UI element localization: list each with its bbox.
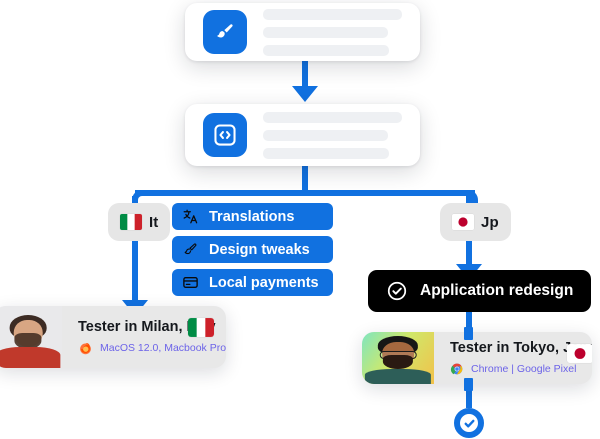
- tester-card-tokyo-device: Chrome | Google Pixel: [471, 363, 577, 375]
- skeleton-line: [263, 147, 390, 159]
- connector-split-bar: [135, 190, 475, 196]
- connector-japan-to-task: [466, 240, 472, 272]
- italy-flag-icon: [120, 214, 142, 230]
- tester-card-tokyo[interactable]: Tester in Tokyo, Japan Chrome | Google P…: [362, 332, 592, 384]
- design-card[interactable]: [185, 3, 420, 61]
- skeleton-line: [263, 44, 390, 56]
- connector-design-to-code: [302, 60, 308, 90]
- japan-flag-icon: [566, 344, 592, 363]
- skeleton-line: [263, 129, 389, 141]
- connector-italy-to-tester: [132, 238, 138, 306]
- check-circle-icon: [464, 419, 474, 428]
- selection-handle-top[interactable]: [464, 327, 473, 340]
- design-card-skeleton: [263, 8, 402, 56]
- paintbrush-icon: [182, 241, 199, 258]
- task-pill-label: Application redesign: [420, 282, 574, 299]
- country-badge-italy-label: It: [149, 213, 159, 231]
- feature-pill-local-payments-label: Local payments: [209, 274, 319, 291]
- flow-end-check-node[interactable]: [454, 408, 484, 438]
- connector-task-to-tokyo: [466, 308, 472, 334]
- italy-flag-icon: [188, 318, 215, 337]
- tester-card-milan-name: Tester in Milan, Italy: [78, 318, 216, 335]
- selection-handle-bottom[interactable]: [464, 378, 473, 391]
- check-circle-icon: [386, 280, 408, 302]
- feature-pill-translations[interactable]: Translations: [172, 203, 333, 230]
- feature-pill-local-payments[interactable]: Local payments: [172, 269, 333, 296]
- connector-code-down: [302, 166, 308, 190]
- code-card-skeleton: [263, 111, 402, 159]
- paintbrush-icon: [203, 10, 247, 54]
- feature-pill-design-tweaks-label: Design tweaks: [209, 241, 310, 258]
- tester-card-milan[interactable]: Tester in Milan, Italy MacOS 12.0, Macbo…: [0, 306, 226, 368]
- task-pill-application-redesign[interactable]: Application redesign: [368, 270, 592, 312]
- japan-flag-icon: [452, 214, 474, 230]
- skeleton-line: [263, 111, 402, 123]
- tester-card-milan-device: MacOS 12.0, Macbook Pro: [100, 342, 226, 354]
- connector-tokyo-to-end: [466, 382, 472, 408]
- feature-pill-list: Translations Design tweaks Local payment…: [172, 203, 333, 296]
- feature-pill-design-tweaks[interactable]: Design tweaks: [172, 236, 333, 263]
- avatar-tokyo: [362, 332, 434, 384]
- connector-corner-right: [462, 190, 478, 210]
- country-badge-japan[interactable]: Jp: [440, 203, 511, 241]
- code-card[interactable]: [185, 104, 420, 166]
- tester-card-tokyo-name: Tester in Tokyo, Japan: [450, 340, 592, 356]
- chrome-icon: [450, 362, 464, 376]
- translate-icon: [182, 208, 199, 225]
- skeleton-line: [263, 8, 402, 20]
- firefox-icon: [78, 341, 93, 356]
- feature-pill-translations-label: Translations: [209, 208, 295, 225]
- credit-card-icon: [182, 274, 199, 291]
- country-badge-japan-label: Jp: [481, 213, 499, 231]
- arrow-design-to-code: [292, 86, 318, 102]
- skeleton-line: [263, 26, 389, 38]
- code-brackets-icon: [203, 113, 247, 157]
- country-badge-italy[interactable]: It: [108, 203, 171, 241]
- avatar-milan: [0, 306, 62, 368]
